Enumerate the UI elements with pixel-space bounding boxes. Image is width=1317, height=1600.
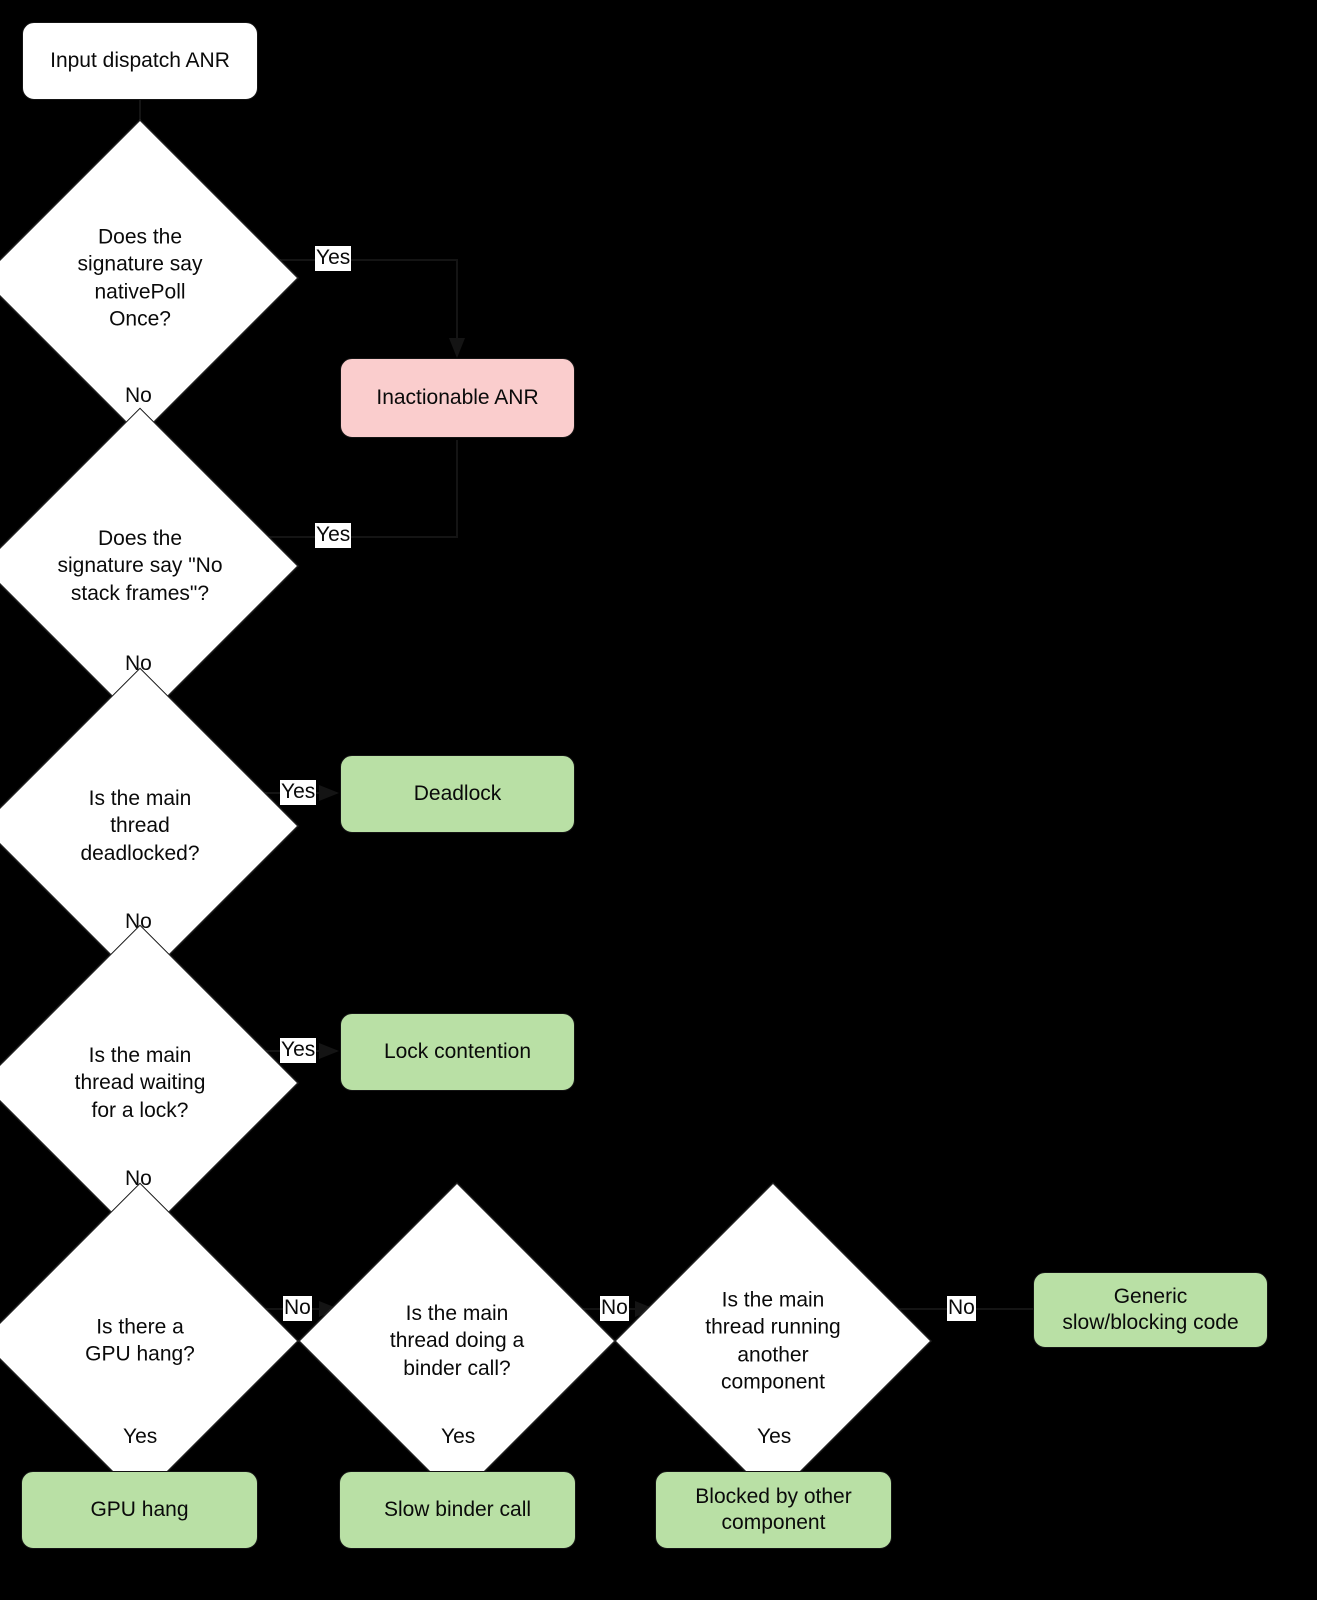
edge-label-nativepoll-no: No — [124, 384, 153, 409]
edge-label-deadlock-yes: Yes — [280, 780, 317, 805]
node-label: Slow binder call — [383, 1497, 532, 1521]
edge-label-deadlock-no: No — [124, 910, 153, 935]
node-label: Inactionable ANR — [376, 385, 539, 409]
edge-label-nativepoll-yes: Yes — [315, 246, 352, 271]
node-inactionable-anr[interactable]: Inactionable ANR — [340, 358, 575, 438]
decision-main-thread-deadlocked[interactable]: Is the main thread deadlocked? — [0, 667, 299, 985]
node-blocked-by-other-component[interactable]: Blocked by other component — [655, 1471, 892, 1549]
node-label: Lock contention — [383, 1039, 532, 1063]
diamond-shape — [0, 1182, 299, 1500]
edge-label-component-yes: Yes — [756, 1425, 793, 1450]
edge-label-gpu-no: No — [283, 1296, 312, 1321]
node-label: GPU hang — [90, 1497, 189, 1521]
node-slow-binder-call[interactable]: Slow binder call — [339, 1471, 576, 1549]
node-label: Generic slow/blocking code — [1062, 1284, 1239, 1334]
node-label: Input dispatch ANR — [50, 48, 230, 72]
decision-main-thread-waiting-lock[interactable]: Is the main thread waiting for a lock? — [0, 924, 299, 1242]
diamond-shape — [298, 1182, 616, 1500]
node-gpu-hang[interactable]: GPU hang — [21, 1471, 258, 1549]
edge-label-lock-yes: Yes — [280, 1038, 317, 1063]
decision-running-another-component[interactable]: Is the main thread running another compo… — [614, 1182, 932, 1500]
edge-label-component-no: No — [947, 1296, 976, 1321]
diamond-shape — [614, 1182, 932, 1500]
node-deadlock[interactable]: Deadlock — [340, 755, 575, 833]
decision-nativepollonce[interactable]: Does the signature say nativePoll Once? — [0, 119, 299, 437]
edge-label-nostack-yes: Yes — [315, 523, 352, 548]
node-label: Deadlock — [413, 781, 502, 805]
edge-label-binder-no: No — [600, 1296, 629, 1321]
node-generic-slow-blocking-code[interactable]: Generic slow/blocking code — [1033, 1272, 1268, 1348]
node-lock-contention[interactable]: Lock contention — [340, 1013, 575, 1091]
edge-label-nostack-no: No — [124, 652, 153, 677]
decision-no-stack-frames[interactable]: Does the signature say "No stack frames"… — [0, 407, 299, 725]
node-label: Blocked by other component — [695, 1484, 852, 1534]
edge-label-binder-yes: Yes — [440, 1425, 477, 1450]
edge-label-gpu-yes: Yes — [122, 1425, 159, 1450]
decision-binder-call[interactable]: Is the main thread doing a binder call? — [298, 1182, 616, 1500]
decision-gpu-hang[interactable]: Is there a GPU hang? — [0, 1182, 299, 1500]
node-input-dispatch-anr[interactable]: Input dispatch ANR — [22, 22, 258, 100]
